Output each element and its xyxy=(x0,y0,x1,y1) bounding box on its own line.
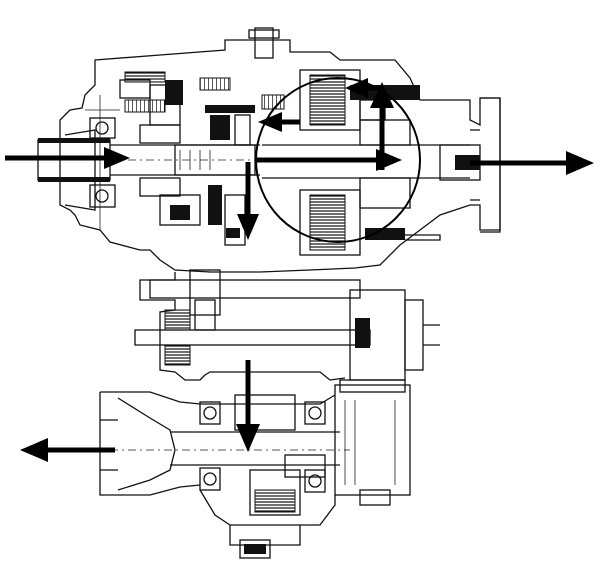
arrow-clutch-left xyxy=(258,112,300,132)
arrow-chain-down-upper xyxy=(237,162,259,240)
arrow-input xyxy=(5,147,130,169)
arrow-clutch-up xyxy=(370,82,394,170)
power-flow-arrows xyxy=(5,78,594,462)
input-bearings xyxy=(89,71,201,226)
arrow-front-output xyxy=(20,438,115,462)
top-bolt xyxy=(248,27,280,59)
arrow-clutch-return xyxy=(345,78,380,98)
shift-motor xyxy=(334,379,411,506)
shift-rail-section xyxy=(134,269,440,381)
arrow-rear-output xyxy=(470,151,594,175)
front-output-section xyxy=(99,391,350,559)
arrow-chain-down-lower xyxy=(236,360,260,452)
